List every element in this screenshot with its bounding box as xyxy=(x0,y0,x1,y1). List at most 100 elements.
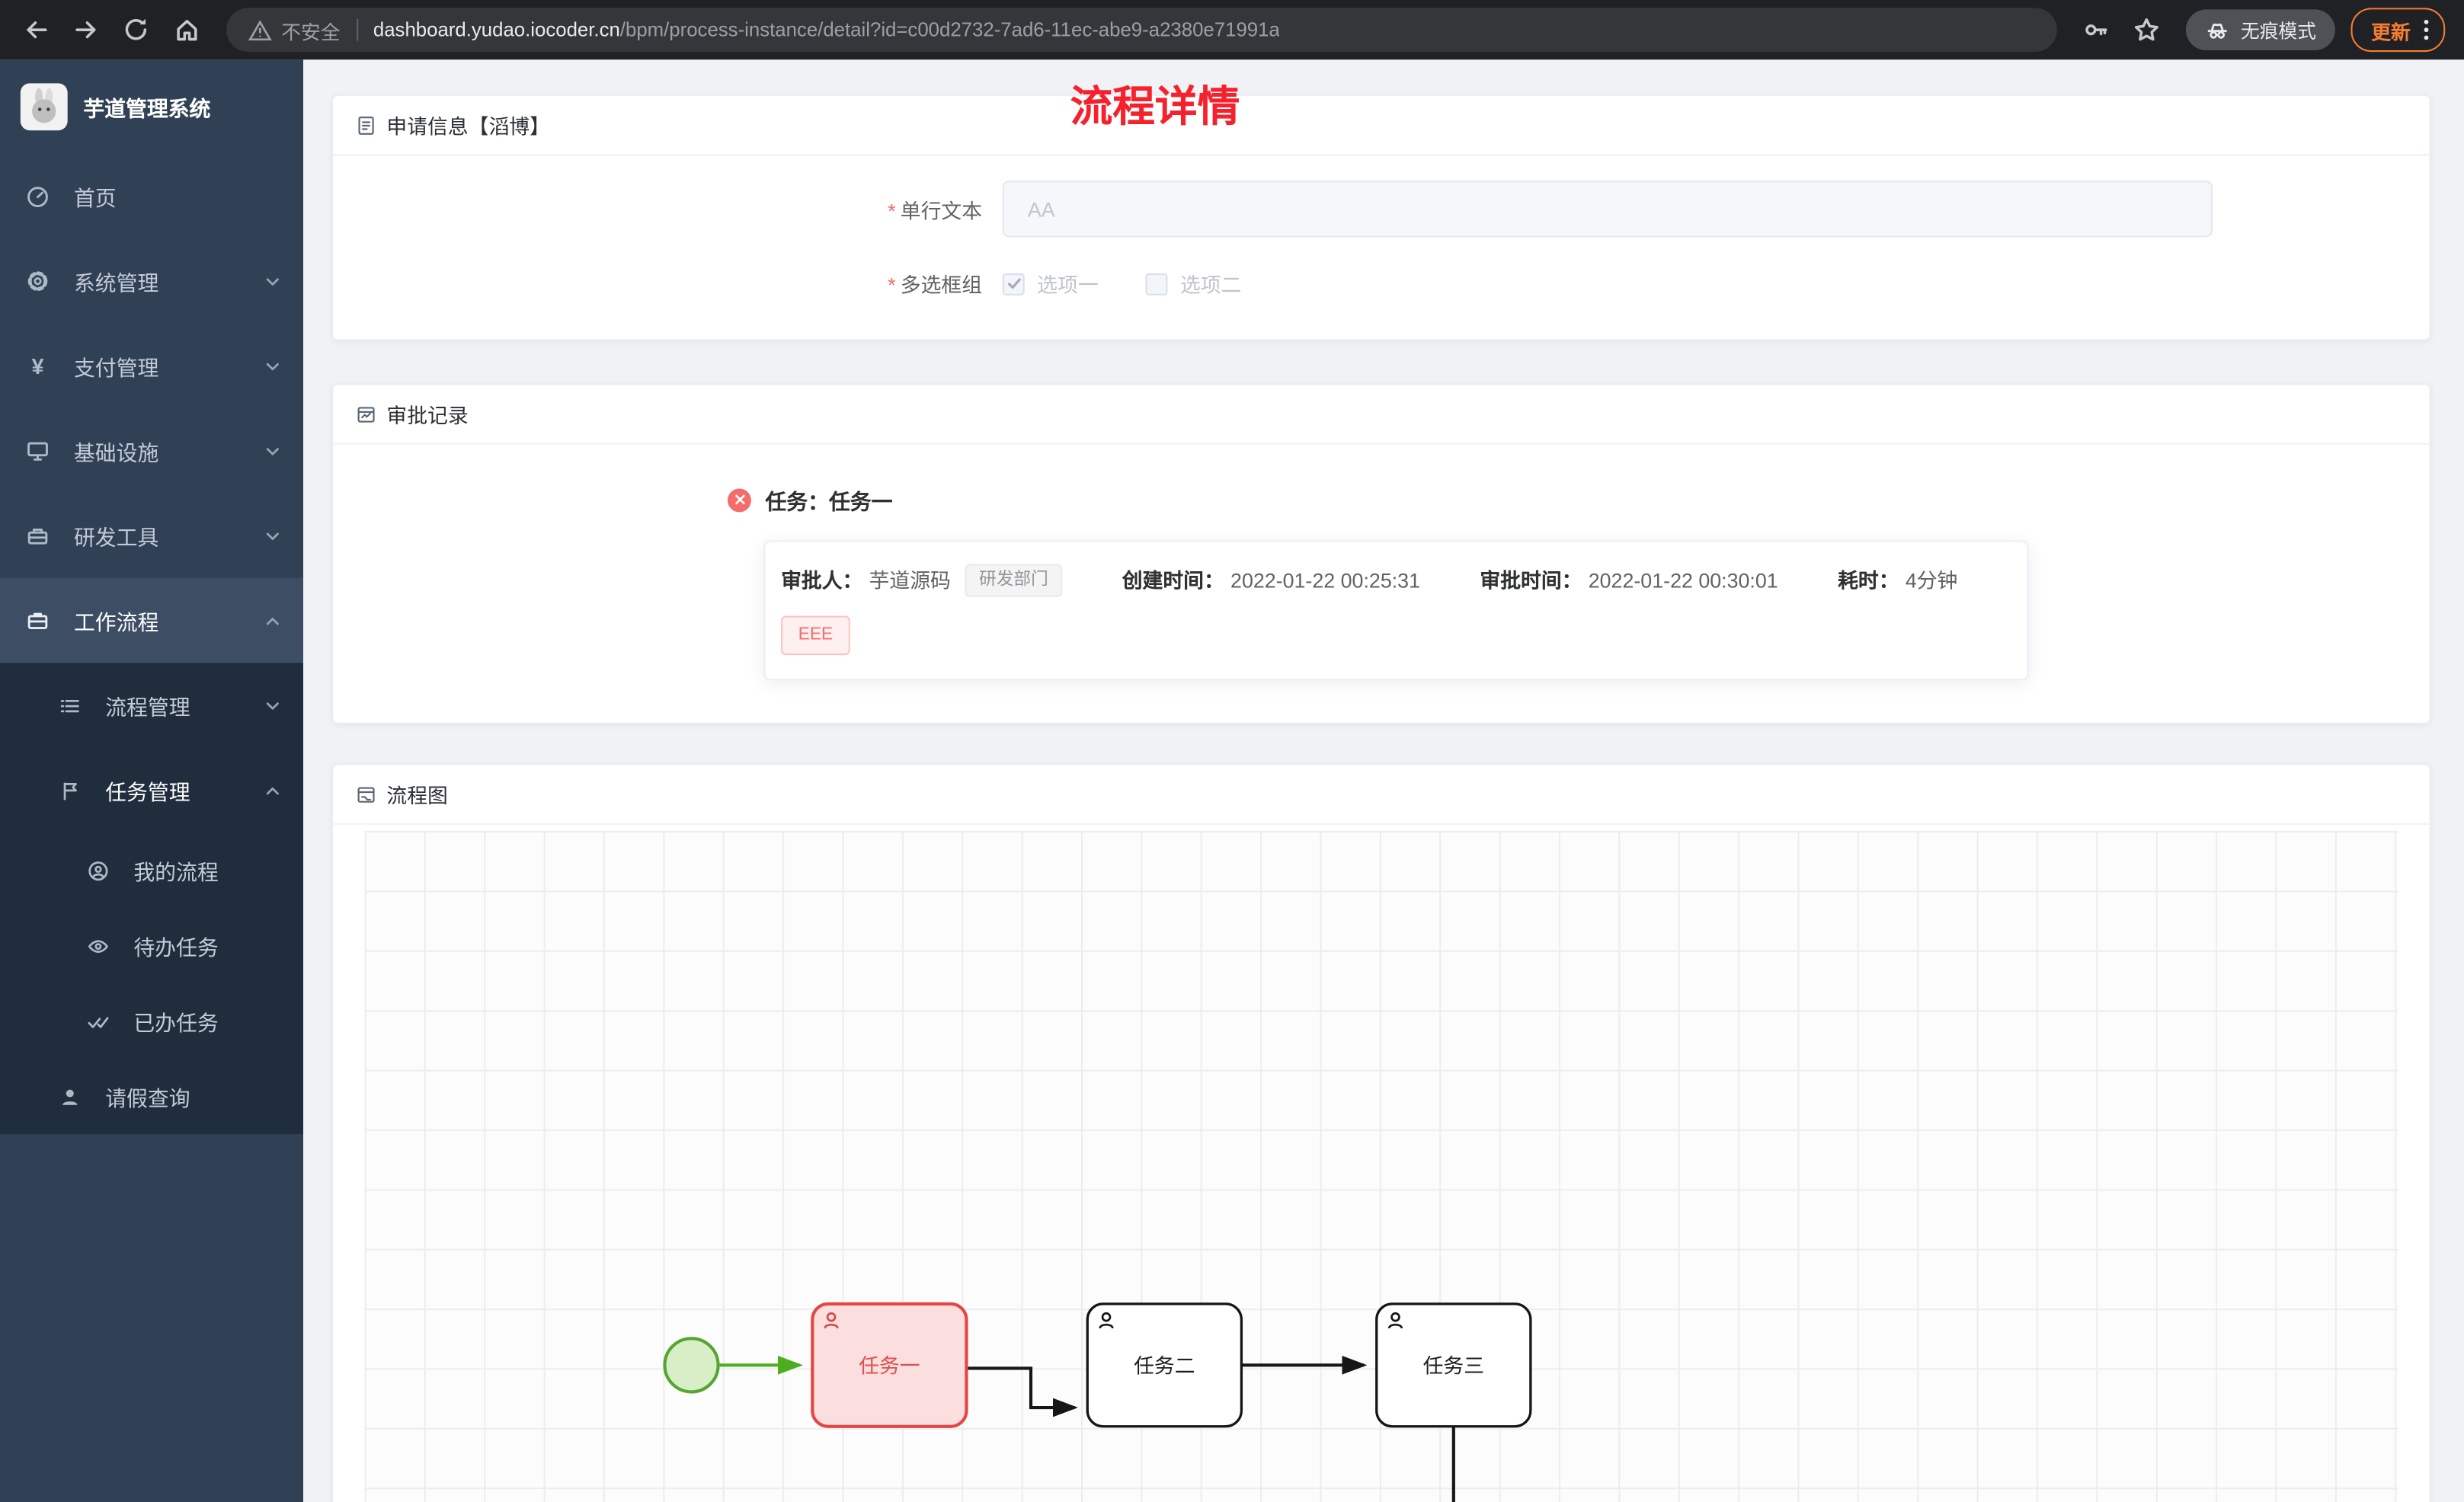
sidebar: 芋道管理系统 首页 系统管理 ¥ 支付管理 xyxy=(0,59,304,1502)
omnibox-divider xyxy=(356,18,358,41)
rejected-status-icon xyxy=(727,487,751,512)
form-row-checkbox-group: *多选框组 选项一 选项二 xyxy=(365,269,2398,299)
reload-button[interactable] xyxy=(114,6,161,53)
incognito-badge: 无痕模式 xyxy=(2185,9,2335,50)
bookmark-button[interactable] xyxy=(2123,6,2170,53)
user-headset-icon xyxy=(85,858,110,883)
update-label: 更新 xyxy=(2371,21,2411,43)
single-line-text-label: *单行文本 xyxy=(888,198,983,222)
back-button[interactable] xyxy=(13,6,60,53)
sidebar-menu: 首页 系统管理 ¥ 支付管理 基础设施 xyxy=(0,154,304,1135)
monitor-icon xyxy=(25,438,50,463)
browser-toolbar: 不安全 dashboard.yudao.iocoder.cn/bpm/proce… xyxy=(0,0,2464,60)
address-bar[interactable]: 不安全 dashboard.yudao.iocoder.cn/bpm/proce… xyxy=(226,8,2057,53)
approver-name: 芋道源码 xyxy=(869,567,951,592)
comment-row: EEE xyxy=(781,615,2002,656)
task-title: 任务：任务一 xyxy=(765,490,893,514)
record-icon xyxy=(355,403,377,425)
home-icon xyxy=(177,20,197,41)
app-logo[interactable]: 芋道管理系统 xyxy=(0,59,303,154)
department-tag: 研发部门 xyxy=(965,564,1063,597)
user-task-icon xyxy=(1099,1312,1114,1329)
approval-meta: 审批人： 芋道源码 研发部门 创建时间： 2022-01-22 00:25:31… xyxy=(781,564,2002,597)
sidebar-item-system[interactable]: 系统管理 xyxy=(0,239,303,324)
approval-records-card-header: 审批记录 xyxy=(333,385,2430,445)
task-node-3: 任务三 xyxy=(1375,1302,1532,1428)
timeline-task-row: 任务：任务一 xyxy=(727,484,2398,515)
checkbox-option-1[interactable]: 选项一 xyxy=(1002,269,1099,299)
rabbit-avatar-icon xyxy=(32,88,56,123)
single-line-text-input[interactable] xyxy=(1002,181,2213,238)
security-label: 不安全 xyxy=(281,21,341,43)
apply-info-card-title: 申请信息【滔博】 xyxy=(386,114,550,139)
back-arrow-icon xyxy=(27,21,47,39)
sidebar-item-done-tasks[interactable]: 已办任务 xyxy=(0,983,304,1059)
document-icon xyxy=(355,114,377,136)
bpmn-canvas[interactable]: 任务一 任务二 xyxy=(364,831,2398,1502)
user-task-icon xyxy=(824,1312,839,1329)
warning-triangle-icon xyxy=(248,19,272,40)
browser-menu-icon[interactable] xyxy=(2423,18,2429,43)
process-diagram-card-header: 流程图 xyxy=(333,765,2430,825)
app-title: 芋道管理系统 xyxy=(83,97,211,121)
sidebar-item-home[interactable]: 首页 xyxy=(0,154,303,238)
checkbox-unchecked-icon xyxy=(1145,272,1168,295)
forward-button[interactable] xyxy=(63,6,110,53)
apply-info-form: *单行文本 *多选框组 选项一 选项二 xyxy=(333,155,2429,339)
task-node-2: 任务二 xyxy=(1086,1302,1243,1428)
checkbox-option-2-label: 选项二 xyxy=(1179,273,1242,297)
reload-icon xyxy=(125,18,147,40)
sidebar-item-todo-tasks[interactable]: 待办任务 xyxy=(0,908,304,984)
apply-info-card: 申请信息【滔博】 *单行文本 *多选框组 选项一 xyxy=(331,94,2431,341)
toolbox-icon xyxy=(25,523,50,548)
gear-icon xyxy=(25,269,50,294)
form-row-single-line-text: *单行文本 xyxy=(365,181,2398,238)
chevron-down-icon xyxy=(264,697,282,714)
chevron-down-icon xyxy=(264,443,282,460)
start-event-node xyxy=(663,1337,720,1394)
edge-task1-to-task2 xyxy=(966,1366,1078,1417)
list-icon xyxy=(56,693,82,718)
approved-time-group: 审批时间： 2022-01-22 00:30:01 xyxy=(1480,564,1778,596)
url-host: dashboard.yudao.iocoder.cn xyxy=(373,18,620,41)
approval-detail-panel: 审批人： 芋道源码 研发部门 创建时间： 2022-01-22 00:25:31… xyxy=(763,540,2029,681)
chevron-down-icon xyxy=(264,357,282,375)
sidebar-item-payment[interactable]: ¥ 支付管理 xyxy=(0,324,303,408)
key-icon xyxy=(2085,24,2107,36)
sidebar-item-workflow[interactable]: 工作流程 xyxy=(0,578,304,663)
comment-tag: EEE xyxy=(781,615,850,656)
user-icon xyxy=(56,1084,82,1109)
browser-update-button[interactable]: 更新 xyxy=(2350,8,2446,53)
sidebar-item-my-processes[interactable]: 我的流程 xyxy=(0,832,304,909)
incognito-icon xyxy=(2207,23,2227,39)
created-time: 2022-01-22 00:25:31 xyxy=(1230,567,1421,592)
svg-text:任务三: 任务三 xyxy=(1423,1355,1484,1378)
sidebar-item-leave-query[interactable]: 请假查询 xyxy=(0,1059,304,1135)
duration-value: 4分钟 xyxy=(1905,567,1958,592)
flag-icon xyxy=(56,778,82,803)
main-content: 流程详情 申请信息【滔博】 *单行文本 *多选框组 xyxy=(303,59,2464,1502)
chevron-down-icon xyxy=(264,273,282,290)
sidebar-item-dev-tools[interactable]: 研发工具 xyxy=(0,494,303,578)
sidebar-item-task-management[interactable]: 任务管理 xyxy=(0,747,304,833)
sidebar-item-infrastructure[interactable]: 基础设施 xyxy=(0,408,303,493)
apply-info-card-header: 申请信息【滔博】 xyxy=(333,96,2430,156)
home-button[interactable] xyxy=(164,6,211,53)
incognito-label: 无痕模式 xyxy=(2241,19,2317,42)
dashboard-icon xyxy=(25,184,50,209)
url-text: dashboard.yudao.iocoder.cn/bpm/process-i… xyxy=(373,19,1280,41)
eye-icon xyxy=(85,933,110,958)
approval-records-card: 审批记录 任务：任务一 审批人： 芋道源码 研发部门 xyxy=(331,383,2431,724)
chevron-up-icon xyxy=(264,612,282,629)
bpmn-diagram: 任务一 任务二 xyxy=(663,1302,1532,1502)
required-mark: * xyxy=(888,198,896,222)
checkbox-option-2[interactable]: 选项二 xyxy=(1145,269,1242,299)
page-title: 流程详情 xyxy=(1070,83,1240,131)
security-indicator[interactable]: 不安全 xyxy=(248,15,341,45)
sidebar-item-process-management[interactable]: 流程管理 xyxy=(0,663,304,748)
chevron-down-icon xyxy=(264,527,282,545)
svg-text:任务二: 任务二 xyxy=(1134,1355,1195,1378)
logo-avatar xyxy=(20,83,68,131)
password-manager-button[interactable] xyxy=(2072,6,2120,53)
